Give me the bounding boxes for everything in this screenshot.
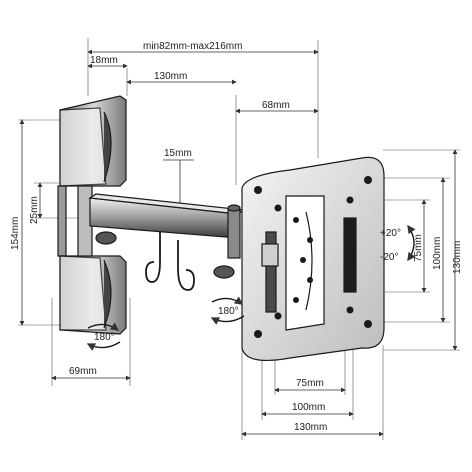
label-head-depth: 68mm — [262, 100, 290, 111]
label-wall-plate-height: 154mm — [10, 217, 21, 250]
label-arm-thickness: 15mm — [164, 148, 192, 159]
label-plate-height: 130mm — [452, 241, 463, 274]
wall-plate — [57, 95, 127, 335]
label-tilt-up: +20° — [380, 228, 401, 239]
label-wall-plate-width: 69mm — [69, 366, 97, 377]
cable-hooks — [145, 232, 195, 291]
label-vesa-h-small: 75mm — [296, 378, 324, 389]
label-arm-length: 130mm — [154, 71, 187, 82]
label-tilt-down: -20° — [380, 252, 398, 263]
label-plate-width: 130mm — [294, 422, 327, 433]
label-vesa-h-mid: 100mm — [292, 402, 325, 413]
swivel-arm — [88, 193, 246, 279]
tilt-arrow — [407, 224, 416, 262]
rotation-arrow-arm — [210, 296, 245, 325]
label-width-range: min82mm-max216mm — [143, 41, 242, 52]
extension-lines — [18, 38, 460, 440]
label-wall-plate-depth: 18mm — [90, 55, 118, 66]
rotation-arrow-wall — [86, 322, 121, 351]
vesa-plate — [241, 156, 385, 361]
label-arm-height: 25mm — [29, 196, 40, 224]
label-arm-rotation: 180° — [218, 306, 239, 317]
label-wall-rotation: 180° — [94, 332, 115, 343]
dimension-lines — [19, 49, 458, 437]
label-vesa-v-mid: 100mm — [432, 237, 443, 270]
label-vesa-v-small: 75mm — [413, 234, 424, 262]
